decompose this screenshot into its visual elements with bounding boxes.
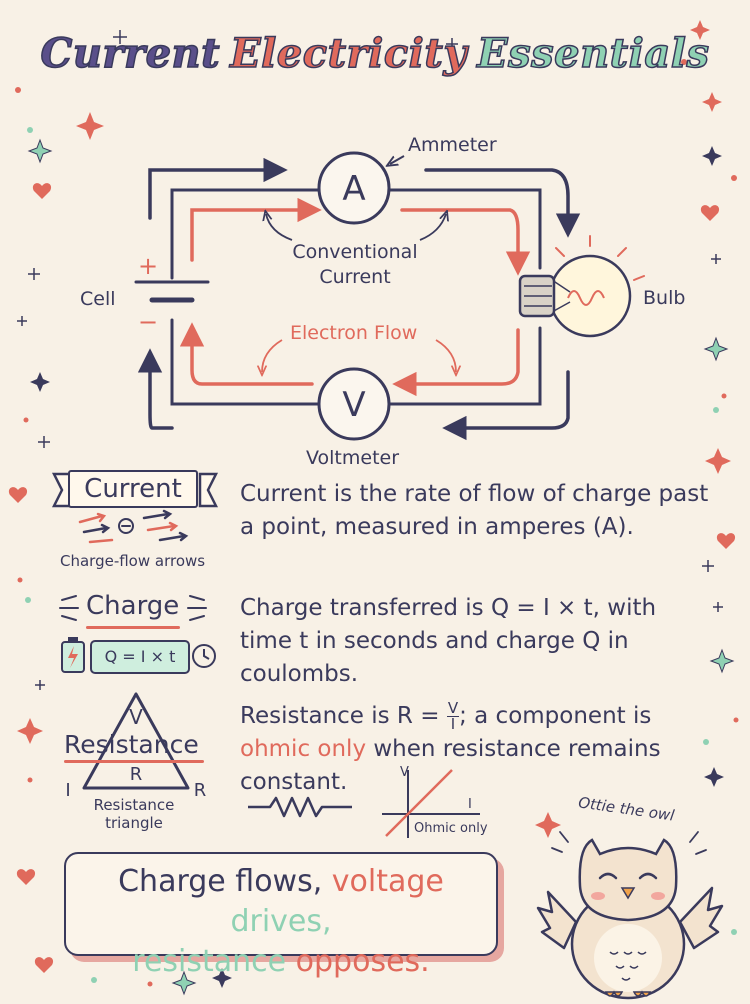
summary-text: Charge flows, voltage drives, resistance… <box>66 862 496 982</box>
triangle-center-letter: R <box>130 764 143 785</box>
title-word-current: Current <box>40 29 221 78</box>
light-bulb-icon <box>518 235 645 338</box>
resistance-text-before: Resistance is R = <box>240 703 447 729</box>
conventional-line-1: Conventional <box>292 241 418 263</box>
conventional-pointer-right <box>419 214 446 241</box>
summary-part-2: voltage <box>331 864 444 899</box>
owl-head <box>578 838 678 922</box>
triangle-caption-line-1: Resistance <box>93 796 175 814</box>
dot-icon <box>25 127 737 983</box>
inner-flow-arrows <box>179 197 531 397</box>
resistance-triangle-caption: Resistance triangle <box>76 796 192 832</box>
ammeter-pointer-arrow <box>390 155 405 164</box>
graph-x-label: I <box>468 797 472 812</box>
owl-eye-right <box>638 872 658 880</box>
owl-body <box>570 888 686 1000</box>
triangle-caption-line-2: triangle <box>105 814 163 832</box>
star-icon <box>30 146 724 988</box>
ammeter-symbol: A <box>317 151 391 225</box>
summary-box: Charge flows, voltage drives, resistance… <box>64 852 498 979</box>
outer-current-arrows <box>137 157 581 441</box>
voltmeter-symbol: V <box>317 367 391 441</box>
conventional-line-2: Current <box>319 266 391 288</box>
owl-mascot <box>536 831 724 1000</box>
triangle-left-letter: I <box>65 780 70 801</box>
electron-pointer-left <box>262 339 283 372</box>
circuit-diagram: + − A V <box>134 151 645 441</box>
ohmic-graph: V I Ohmic only <box>382 765 488 838</box>
resistance-text-ohmic: ohmic only <box>240 736 367 762</box>
charge-flow-arrows-icon <box>78 509 189 544</box>
owl-wing-icon <box>536 886 724 950</box>
electron-flow-label: Electron Flow <box>290 322 418 344</box>
owl-eye-left <box>598 872 618 880</box>
sparkle-icon <box>17 30 723 972</box>
fraction-numerator: V <box>446 699 460 717</box>
electron-pointer-right <box>435 339 456 372</box>
star-icon <box>17 112 731 838</box>
conventional-current-label: Conventional Current <box>280 240 430 290</box>
owl-cheek-right <box>651 892 665 900</box>
cell-battery <box>134 280 210 303</box>
star-icon <box>27 138 735 996</box>
bulb-label: Bulb <box>643 287 686 309</box>
star-icon <box>690 20 722 112</box>
charge-underline <box>86 626 180 629</box>
charge-heading: Charge <box>86 591 180 621</box>
current-caption: Charge-flow arrows <box>60 552 206 570</box>
graph-y-label: V <box>400 765 409 780</box>
circuit-wires <box>170 188 542 406</box>
sparkle-icon <box>59 595 207 621</box>
owl-beak <box>620 887 636 900</box>
heart-icon <box>8 183 736 973</box>
clock-icon <box>192 644 216 668</box>
current-banner-icon <box>51 472 219 544</box>
resistance-triangle-diagram: V R I R <box>65 692 207 801</box>
summary-part-1: Charge flows, <box>118 864 323 899</box>
resistance-text-mid: ; a component is <box>459 703 652 729</box>
resistance-text-after: when resistance remains constant. <box>240 736 661 795</box>
summary-part-4: resistance <box>132 944 287 979</box>
cell-label: Cell <box>80 288 116 310</box>
charge-icons <box>59 595 216 673</box>
resistance-heading: Resistance <box>64 730 199 759</box>
fraction-denominator: I <box>450 715 456 733</box>
cell-minus: − <box>138 308 158 336</box>
current-heading: Current <box>68 470 198 508</box>
battery-icon <box>61 637 85 673</box>
graph-caption: Ohmic only <box>414 821 488 836</box>
cell-plus: + <box>138 252 158 280</box>
resistance-underline <box>64 760 204 763</box>
voltmeter-label: Voltmeter <box>306 447 400 469</box>
summary-part-3: drives, <box>230 904 332 939</box>
triangle-right-letter: R <box>194 780 207 801</box>
sparkle-icon <box>551 831 707 855</box>
current-description: Current is the rate of flow of charge pa… <box>240 481 709 540</box>
voltmeter-letter: V <box>342 385 365 425</box>
resistor-symbol-icon <box>248 796 352 818</box>
conventional-pointer-left <box>266 214 293 241</box>
owl-feet <box>604 990 652 997</box>
triangle-top-letter: V <box>129 705 143 729</box>
charge-description: Charge transferred is Q = I × t, with ti… <box>240 595 657 687</box>
title-word-electricity: Electricity <box>229 29 468 78</box>
summary-part-5: opposes. <box>295 944 430 979</box>
ammeter-letter: A <box>342 169 365 209</box>
charge-formula-box: Q = I × t <box>90 640 190 674</box>
owl-cheek-left <box>591 892 605 900</box>
title-word-essentials: Essentials <box>476 29 710 78</box>
ammeter-label: Ammeter <box>408 134 497 156</box>
